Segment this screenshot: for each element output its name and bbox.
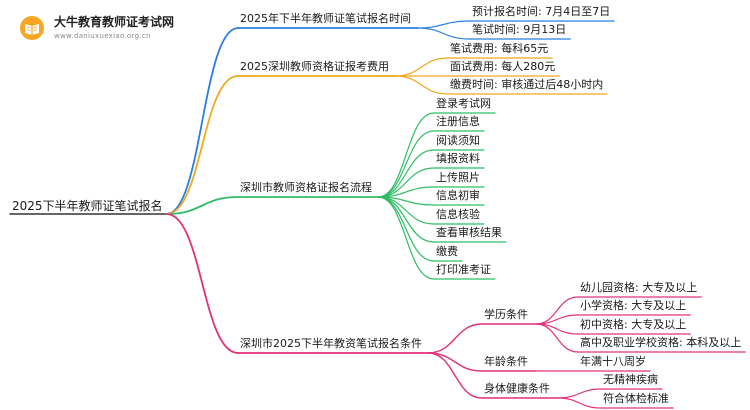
sub-education-to-leaf-senior-high-line [535, 323, 579, 353]
step-login: 登录考试网 [436, 97, 491, 110]
leaf-payment-time: 缴费时间: 审核通过后48小时内 [450, 78, 604, 91]
site-name: 大牛教育教师证考试网 [54, 15, 175, 29]
branch-registration-time: 2025年下半年教师证笔试报名时间 [240, 12, 411, 25]
branch-process-to-step-read-notice-line [377, 149, 435, 198]
root-to-branch-conditions-line [165, 213, 239, 354]
branch-fees: 2025深圳教师资格证报考费用 [240, 60, 389, 73]
step-check-result: 查看审核结果 [436, 226, 502, 239]
branch-registration-time-to-leaf-exam-date-line [416, 27, 471, 40]
step-verification: 信息核验 [436, 208, 480, 221]
step-read-notice: 阅读须知 [436, 134, 480, 147]
leaf-registration-date: 预计报名时间: 7月4日至7日 [472, 5, 611, 18]
branch-registration-time-to-leaf-registration-date-line [416, 20, 471, 29]
root-to-branch-process-line [165, 196, 239, 215]
leaf-physical-standard: 符合体检标准 [603, 392, 669, 405]
leaf-written-fee: 笔试费用: 每科65元 [450, 42, 549, 55]
root-to-branch-registration-time-line [165, 27, 239, 215]
open-book-logo-icon [20, 16, 44, 40]
sub-health-to-leaf-physical-standard-line [557, 397, 602, 409]
leaf-kindergarten: 幼儿园资格: 大专及以上 [580, 281, 698, 294]
branch-conditions-to-sub-education-line [427, 323, 483, 354]
step-upload-photo: 上传照片 [436, 171, 480, 184]
leaf-no-mental-illness: 无精神疾病 [603, 373, 658, 386]
step-initial-review: 信息初审 [436, 189, 480, 202]
branch-fees-to-leaf-written-fee-line [394, 57, 449, 77]
branch-process-to-step-login-line [377, 112, 435, 198]
branch-conditions-to-sub-age-line [427, 352, 483, 372]
step-register: 注册信息 [436, 115, 480, 128]
leaf-exam-date: 笔试时间: 9月13日 [472, 23, 567, 36]
leaf-junior-high: 初中资格: 大专及以上 [580, 318, 687, 331]
root-to-branch-fees-line [165, 75, 239, 215]
branch-process: 深圳市教师资格证报名流程 [240, 181, 372, 194]
sub-health: 身体健康条件 [484, 382, 550, 395]
branch-process-to-step-check-result-line [377, 196, 435, 243]
sub-education: 学历条件 [484, 308, 528, 321]
branch-conditions-to-sub-health-line [427, 352, 483, 399]
branch-process-to-step-payment-line [377, 196, 435, 262]
branch-process-to-step-register-line [377, 130, 435, 198]
site-url: www.daniuxuexiao.org.cn [54, 32, 151, 40]
branch-conditions: 深圳市2025下半年教资笔试报名条件 [240, 337, 422, 350]
leaf-age-18: 年满十八周岁 [580, 355, 646, 368]
sub-age: 年龄条件 [484, 355, 528, 368]
branch-fees-to-leaf-payment-time-line [394, 75, 449, 95]
leaf-primary: 小学资格: 大专及以上 [580, 299, 687, 312]
step-payment: 缴费 [436, 245, 458, 258]
step-print-admission: 打印准考证 [436, 263, 491, 276]
step-fill-info: 填报资料 [436, 152, 480, 165]
mindmap-root: 2025下半年教师证笔试报名 [12, 199, 163, 213]
site-logo: 大牛教育教师证考试网 www.daniuxuexiao.org.cn [14, 12, 214, 48]
leaf-interview-fee: 面试费用: 每人280元 [450, 60, 556, 73]
sub-health-to-leaf-no-mental-illness-line [557, 388, 602, 399]
branch-process-to-step-print-admission-line [377, 196, 435, 280]
leaf-senior-high: 高中及职业学校资格: 本科及以上 [580, 336, 742, 349]
